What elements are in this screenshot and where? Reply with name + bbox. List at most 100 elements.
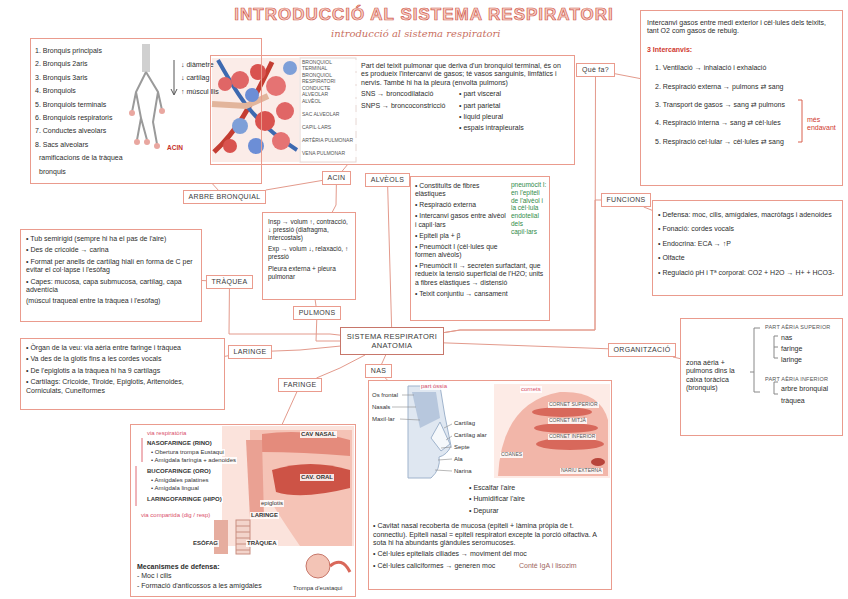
bronchiole-tube	[212, 96, 268, 106]
node-text: més endavant	[807, 116, 841, 133]
connector	[282, 392, 297, 424]
alveolus	[245, 88, 259, 102]
eustachian-tube	[330, 562, 350, 572]
node-text: tràquea	[781, 397, 839, 405]
part-label: CORNET MITJÀ	[548, 418, 587, 424]
topic-label: Què fa?	[576, 63, 615, 77]
connector	[673, 357, 680, 359]
part-label: • Obertura trompa Eustaqui	[150, 449, 225, 456]
node-text: laringe	[781, 356, 839, 364]
node-text: • De l'epiglotis a la tràquea hi ha 9 ca…	[26, 367, 219, 375]
node-text: • Cavitat nasal recoberta de mucosa (epi…	[373, 522, 609, 547]
part-label: Septe	[453, 444, 471, 451]
node-text: ANATOMIA	[372, 341, 413, 350]
node-text: • Endocrina: ECA → ↑P	[658, 240, 837, 248]
alveolus	[266, 76, 286, 96]
alveolar-sac	[159, 108, 165, 114]
node-text: 1. Ventilació → inhalació i exhalació	[655, 64, 795, 72]
bracket	[774, 382, 778, 394]
node-text: SISTEMA RESPIRATORI	[347, 332, 437, 341]
topic-label: ORGANITZACIÓ	[608, 343, 676, 357]
node-text: ACIN	[328, 174, 346, 182]
alveolus	[250, 64, 266, 80]
node-text: • Òrgan de la veu: via aèria entre farin…	[26, 344, 219, 352]
alveolus	[276, 102, 294, 120]
node-text: • Humidificar l'aire	[469, 495, 589, 503]
part-label: BRONQUIOL RESPIRATORI	[301, 73, 357, 84]
part-label: • Amígdala lingual	[150, 485, 200, 492]
content-box: Intercanvi gasos entre medi exterior i c…	[640, 10, 843, 186]
trachea	[236, 520, 250, 554]
node-text: ↑ múscul llis	[181, 88, 259, 96]
node-text: - Formació d'anticossos a les amígdales	[137, 582, 287, 590]
part-label: Ala	[453, 456, 464, 463]
leader-line	[392, 395, 452, 471]
central-topic: SISTEMA RESPIRATORIANATOMIA	[340, 327, 444, 355]
node-text: PART AÈRIA INFERIOR	[765, 376, 841, 383]
trend-arrow	[171, 60, 177, 95]
content-box: Insp → volum ↑, contracció, ↓ pressió (d…	[262, 212, 356, 300]
node-text: ↓ diàmetre	[181, 61, 259, 69]
connector	[332, 185, 336, 212]
node-text: ramificacions de la tràquea	[39, 154, 159, 162]
node-text: • Depurar	[469, 507, 589, 515]
part-label: BUCOFARINGE (ORO)	[146, 468, 212, 475]
topic-label: ACIN	[322, 171, 351, 185]
bracket	[798, 100, 802, 142]
node-text: • espais intrapleurals	[459, 124, 569, 132]
content-box: zona aèria + pulmons dins la caixa toràc…	[680, 318, 843, 436]
part-label: CORNET INFERIOR	[548, 434, 596, 440]
node-text: • part parietal	[459, 102, 569, 110]
part-label: CORNET SUPERIOR	[548, 402, 599, 408]
bracket	[136, 438, 142, 506]
part-label: introducció al sistema respiratori	[330, 28, 501, 40]
topic-label: ARBRE BRONQUIAL	[183, 190, 266, 204]
node-text: SNPS → broncoconstricció	[361, 102, 453, 110]
node-text: FUNCIONS	[607, 196, 646, 204]
nasal-concha	[532, 407, 592, 417]
topic-label: TRÀQUEA	[206, 275, 253, 289]
part-label: Cartílag	[453, 420, 476, 427]
part-label: • Amígdala faríngia + adenoides	[150, 457, 237, 464]
node-text: - Moc i cilis	[137, 572, 287, 580]
part-label: via compartida (dig / resp)	[140, 512, 211, 519]
connector	[229, 289, 340, 335]
node-text: TRÀQUEA	[212, 278, 248, 286]
head-section	[250, 430, 352, 546]
node-text: • Pneumòcit II → secreten surfactant, qu…	[415, 262, 547, 286]
topic-label: ALVÈOLS	[365, 173, 410, 187]
trachea-symbol	[142, 44, 150, 72]
part-label: cornets	[520, 386, 542, 393]
node-text: FARINGE	[284, 381, 317, 389]
part-label: part òssia	[420, 383, 448, 390]
node-text: pneumòcit I: en l'epiteli de l'alvèol i …	[511, 181, 547, 236]
node-text: 7. Conductes alveolars	[35, 127, 127, 135]
node-text: • Capes: mucosa, capa submucosa, cartíla…	[26, 278, 196, 295]
part-label: Trompa d'eustaqui	[292, 585, 343, 592]
node-text: 4. Respiració interna → sang ⇄ cèl·lules	[655, 119, 795, 127]
part-label: LARINGE	[250, 512, 279, 519]
node-text: • Constituïts de fibres elàstiques	[415, 182, 507, 198]
esophagus	[214, 520, 228, 554]
alveolar-sac	[134, 139, 140, 145]
alveolus	[231, 71, 249, 89]
node-text: • Respiració externa	[415, 201, 507, 209]
node-text: Pleura externa + pleura pulmonar	[268, 265, 350, 281]
connector	[444, 343, 608, 349]
node-text: • Intercanvi gasos entre alvèol i capil·…	[415, 212, 507, 228]
node-text: • Tub semirígid (sempre hi ha el pas de …	[26, 235, 196, 243]
topic-label: FARINGE	[278, 378, 322, 392]
connector	[272, 346, 340, 351]
node-text: • Format per anells de cartílag hialí en…	[26, 258, 196, 275]
connector	[644, 207, 652, 210]
ear-inset	[306, 554, 330, 578]
node-text: Insp → volum ↑, contracció, ↓ pressió (d…	[268, 218, 350, 241]
node-text: LARINGE	[234, 348, 267, 356]
content-box: 1. Bronquis principals2. Bronquis 2aris3…	[30, 38, 262, 184]
node-text: Què fa?	[582, 66, 609, 74]
content-box: • Escalfar l'aire• Humidificar l'aire• D…	[368, 380, 612, 590]
alveolus	[223, 139, 237, 153]
acinus-ground	[212, 58, 299, 162]
content-box: • Constituïts de fibres elàstiques • Resp…	[410, 176, 550, 321]
topic-label: LARINGE	[228, 345, 272, 359]
